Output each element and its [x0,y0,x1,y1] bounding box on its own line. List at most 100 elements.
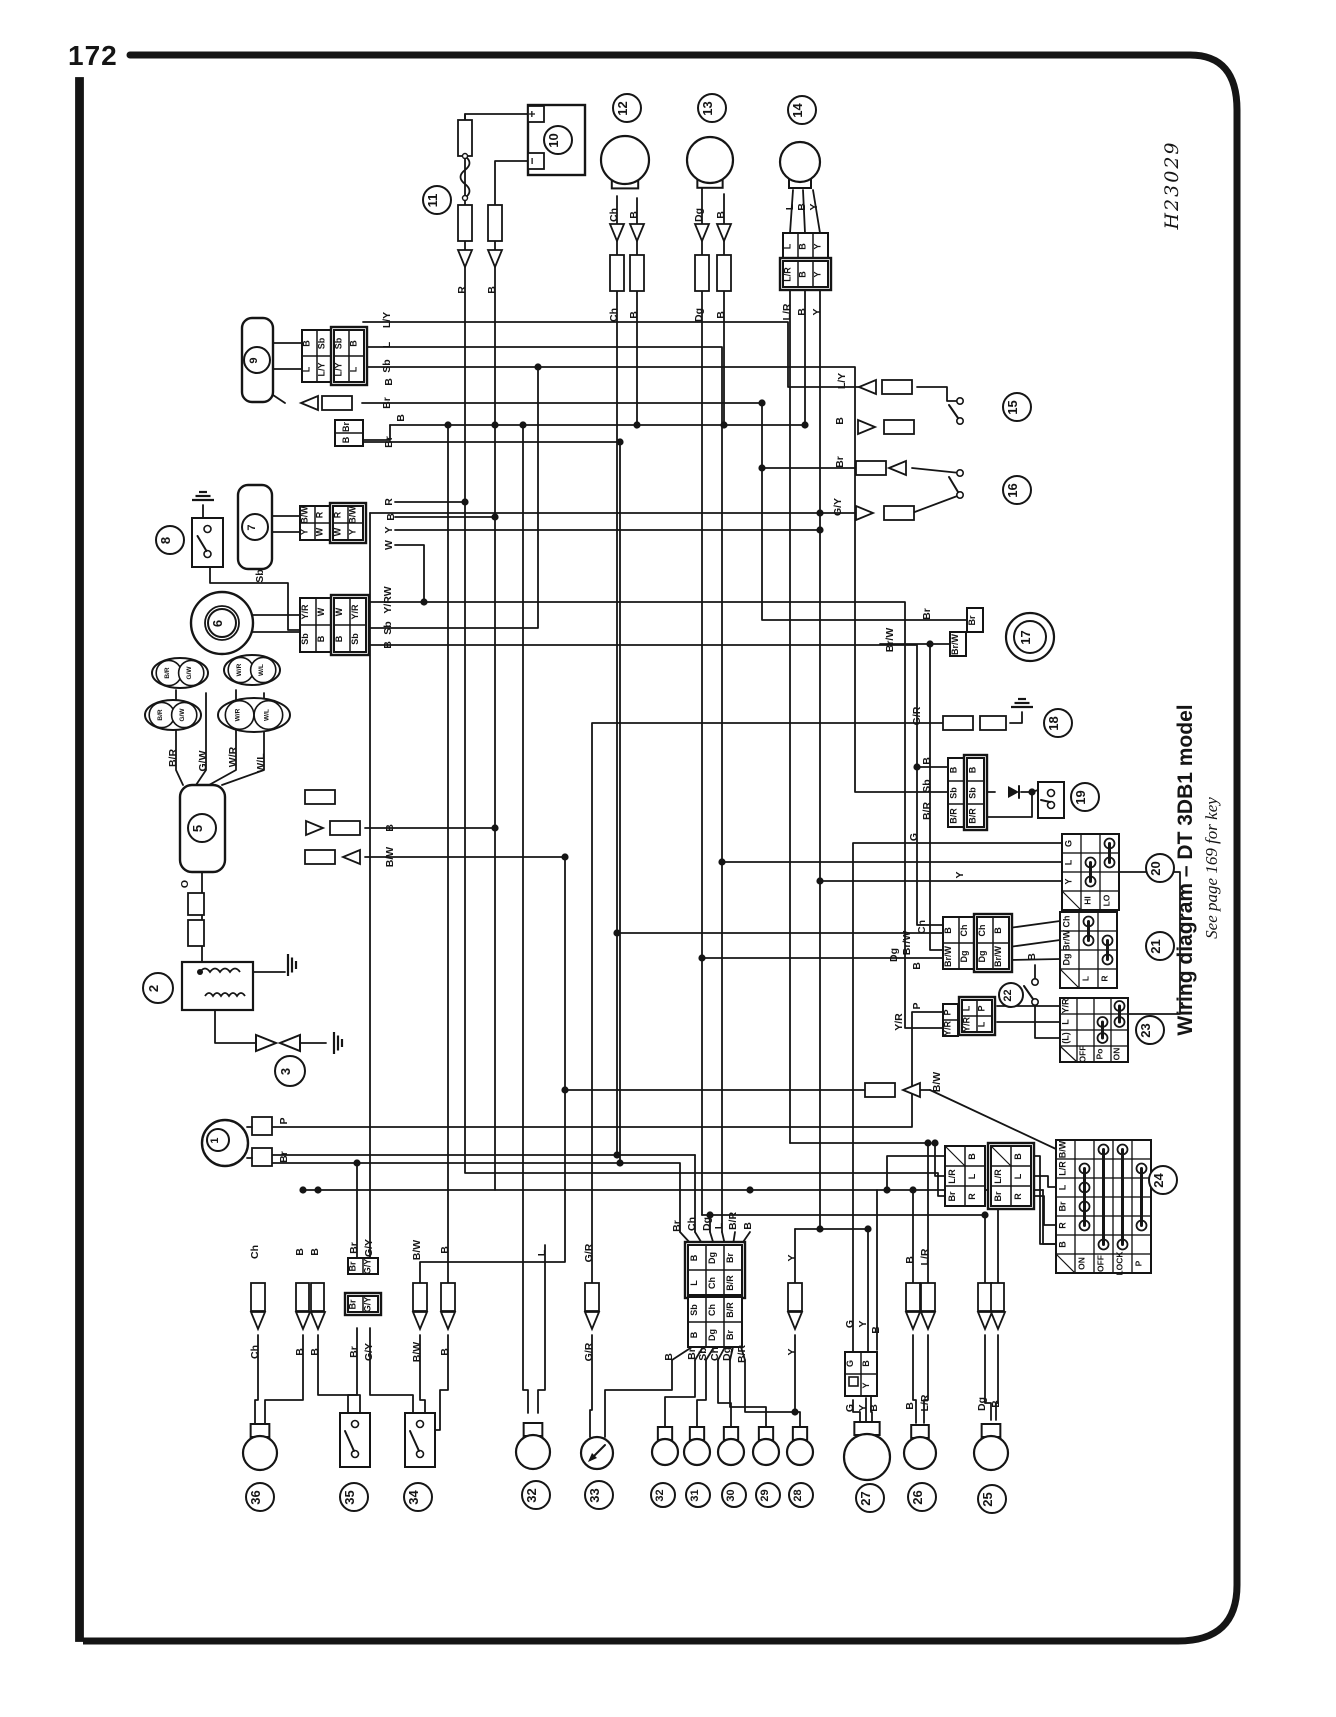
plus-icon: + [525,110,539,117]
wire-label: L/R [919,1394,931,1411]
connector-cell-label: B [689,1254,699,1261]
wire [589,1334,593,1438]
wire [214,1009,257,1044]
connector-arrow [989,1311,1007,1332]
table-row-label: Br/W [1062,929,1072,951]
switch-contact [955,396,964,405]
switch-lever [196,535,208,552]
component-number: 30 [725,1489,737,1501]
fuse-end [461,152,469,160]
bullet-connector [584,1282,600,1312]
wire [1032,1175,1057,1188]
wire [369,1327,414,1414]
wire-label: B [628,211,640,219]
connector-cell [347,522,364,541]
wire-label: Br/W [884,628,896,653]
table-position-label: HI [1083,896,1093,905]
connector-cell-label: R [315,511,325,518]
component-number: 14 [790,103,805,118]
connector-cell-label: W [316,607,326,616]
wire-label: B [796,203,808,211]
wire-label: B [439,1348,451,1356]
switch-contact [415,1419,425,1429]
wire-label: L/Y [836,373,848,389]
connector-arrow [855,504,876,522]
wire-label: B/W [411,1240,423,1261]
wire-junction [534,363,542,371]
connector-cell-label: Br [725,1330,735,1340]
diagram-subtitle: See page 169 for key [1202,797,1221,939]
component-number-circle [142,972,174,1004]
bullet-connector [883,419,915,435]
wire-label: O [179,880,191,888]
wire-label: Ch [249,1245,261,1259]
page-number: 172 [68,40,118,71]
connector-cell-label: L [967,1173,977,1179]
connector-arrow [340,848,361,866]
bullet-connector [787,1282,803,1312]
connector-cell-label: Br [341,422,351,432]
wire-label: B/W [931,1072,943,1093]
connector-cell-label: G/Y [363,1297,373,1313]
component-number: 23 [1138,1023,1153,1037]
connector-cell-label: Dg [707,1252,717,1264]
bulb [650,1437,680,1467]
connector-arrow [439,1311,457,1332]
switch-contact [955,416,964,425]
component-number: 27 [858,1491,873,1505]
wire-junction [746,1186,754,1194]
bullet-connector [457,204,473,242]
wire [1032,1155,1057,1245]
wire [929,1089,1057,1150]
component-number-circle [403,1482,433,1512]
component-number-circle [1135,1015,1165,1045]
wire-label: B [294,1348,306,1356]
wire [934,1142,946,1177]
wire-junction [981,1211,989,1219]
table-position-label: R [1100,975,1110,981]
bullet-connector [881,379,913,395]
wire-label: L/R [919,1248,931,1265]
wire [886,1155,946,1191]
wire-junction [491,421,499,429]
wire-label: Br [686,1348,698,1360]
table-position-label: LOCK [1115,1251,1125,1276]
bullet-connector [295,1282,310,1312]
connector-arrow [904,1311,922,1332]
wire [664,1359,696,1440]
connector-cell-label: B [967,1153,977,1160]
wire [1034,1001,1061,1039]
wire-junction [353,1159,361,1167]
bullet-connector [694,254,710,292]
wire-label: Y [954,871,966,878]
diagonal [945,1146,965,1166]
bullet-connector [412,1282,428,1312]
connector-cell-label: B/W [348,506,358,524]
connector-cell [964,1185,986,1207]
spark-plug-arrow [277,1033,301,1053]
wire-junction [1028,788,1036,796]
wire [394,544,425,603]
wire-label: B [486,286,498,294]
wire-label: B [382,641,394,649]
connector-cell [1010,1185,1032,1207]
connector-arrow [693,223,711,244]
table-position-label: L [1081,976,1091,981]
wire [912,1334,917,1424]
connector-cell-label: L [1013,1173,1023,1179]
wire-junction [561,853,569,861]
coil-label: G/W [186,666,193,680]
wire-label: Ch [709,1347,721,1361]
connector-cell-label: B/R [949,808,959,824]
wire-label: R [456,286,468,294]
wire-label: G/R [583,1342,595,1361]
connector-arrow [608,223,626,244]
component-number: 29 [759,1489,771,1501]
wire-label: Br/W [901,931,913,956]
table-row-label: Br [1058,1201,1068,1211]
connector-cell-label: W [334,607,344,616]
connector-cell-label: B/W [300,506,310,524]
connector-cell-label: Br [348,1261,358,1271]
wire-junction [758,464,766,472]
wire-label: Ch [608,308,620,322]
